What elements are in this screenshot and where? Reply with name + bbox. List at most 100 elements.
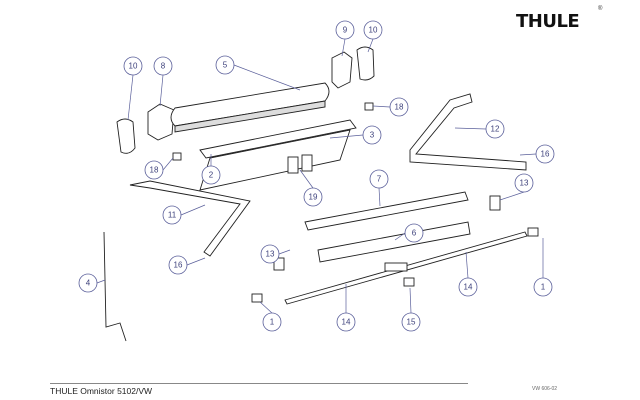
callout-13: 13 (514, 173, 534, 193)
callout-circle (485, 119, 505, 139)
callout-number: 14 (464, 283, 473, 292)
callout-circle (363, 20, 383, 40)
callout-number: 15 (407, 318, 416, 327)
callout-number: 1 (270, 318, 275, 327)
callout-7: 7 (369, 169, 389, 189)
callout-6: 6 (404, 223, 424, 243)
callout-circle (303, 187, 323, 207)
callout-number: 4 (86, 279, 91, 288)
callout-10: 10 (123, 56, 143, 76)
callout-number: 9 (343, 26, 348, 35)
crank-handle (103, 231, 127, 342)
callout-number: 8 (161, 62, 166, 71)
callout-number: 19 (309, 193, 318, 202)
callout-9: 9 (335, 20, 355, 40)
center-lock (384, 262, 408, 272)
callout-1: 1 (262, 312, 282, 332)
gear-bracket-right (331, 51, 353, 89)
callout-circle (336, 312, 356, 332)
callout-number: 14 (342, 318, 351, 327)
end-piece-1-left (251, 293, 263, 303)
callout-number: 18 (395, 103, 404, 112)
callout-4: 4 (78, 273, 98, 293)
callout-circle (153, 56, 173, 76)
end-cap-right (356, 46, 375, 81)
callout-circle (533, 277, 553, 297)
callout-number: 16 (541, 150, 550, 159)
callout-circle (123, 56, 143, 76)
callout-number: 1 (541, 283, 546, 292)
callout-number: 12 (491, 125, 500, 134)
cap-18-left (172, 152, 182, 161)
callout-8: 8 (153, 56, 173, 76)
diagram-code: VW 606-02 (532, 386, 558, 392)
callout-14: 14 (458, 277, 478, 297)
callout-number: 10 (369, 26, 378, 35)
bracket-13-left (273, 257, 285, 271)
callout-number: 13 (520, 179, 529, 188)
front-profile (304, 191, 469, 231)
callout-13: 13 (260, 244, 280, 264)
end-piece-1-right (527, 227, 539, 237)
callout-number: 16 (174, 261, 183, 270)
callout-16: 16 (168, 255, 188, 275)
callout-circle (144, 160, 164, 180)
callout-19: 19 (303, 187, 323, 207)
callout-16: 16 (535, 144, 555, 164)
callout-5: 5 (215, 55, 235, 75)
callout-circle (201, 165, 221, 185)
registered-mark: ® (598, 6, 603, 12)
bracket-13-right (489, 195, 501, 211)
callout-number: 18 (150, 166, 159, 175)
callout-15: 15 (401, 312, 421, 332)
callout-circle (262, 312, 282, 332)
callout-circle (335, 20, 355, 40)
callout-10: 10 (363, 20, 383, 40)
callout-number: 3 (370, 131, 375, 140)
callout-circle (514, 173, 534, 193)
callout-14: 14 (336, 312, 356, 332)
callout-1: 1 (533, 277, 553, 297)
thule-logo: THULE (516, 11, 580, 32)
callout-circle (215, 55, 235, 75)
callout-circle (78, 273, 98, 293)
callout-number: 2 (209, 171, 214, 180)
leader-lines (96, 38, 544, 314)
callout-18: 18 (144, 160, 164, 180)
end-cap-left (116, 118, 136, 154)
callouts: 10 8 5 9 10 18 3 12 16 2 18 19 7 13 11 6 13 16 4 1 14 1 14 15 (78, 20, 555, 332)
callout-number: 6 (412, 229, 417, 238)
callout-number: 7 (377, 175, 382, 184)
callout-circle (362, 125, 382, 145)
callout-18: 18 (389, 97, 409, 117)
callout-3: 3 (362, 125, 382, 145)
callout-circle (401, 312, 421, 332)
arm-left (129, 180, 251, 257)
callout-circle (535, 144, 555, 164)
footer-divider (50, 383, 468, 384)
callout-12: 12 (485, 119, 505, 139)
callout-11: 11 (162, 205, 182, 225)
callout-2: 2 (201, 165, 221, 185)
callout-circle (404, 223, 424, 243)
callout-circle (389, 97, 409, 117)
parts-drawing (103, 46, 539, 342)
diagram-title: THULE Omnistor 5102/VW (50, 386, 153, 396)
gear-bracket-left (147, 103, 175, 141)
roller-tube (199, 119, 357, 159)
clip-b (301, 154, 313, 172)
callout-circle (168, 255, 188, 275)
callout-circle (260, 244, 280, 264)
callout-circle (162, 205, 182, 225)
cap-18-right (364, 102, 374, 111)
clip-a (287, 156, 299, 174)
part-15 (403, 277, 415, 287)
awning-case-lip (174, 100, 326, 133)
arm-right (409, 93, 527, 171)
callout-number: 11 (168, 211, 177, 220)
callout-number: 13 (266, 250, 275, 259)
callout-circle (458, 277, 478, 297)
callout-circle (369, 169, 389, 189)
callout-number: 10 (129, 62, 138, 71)
